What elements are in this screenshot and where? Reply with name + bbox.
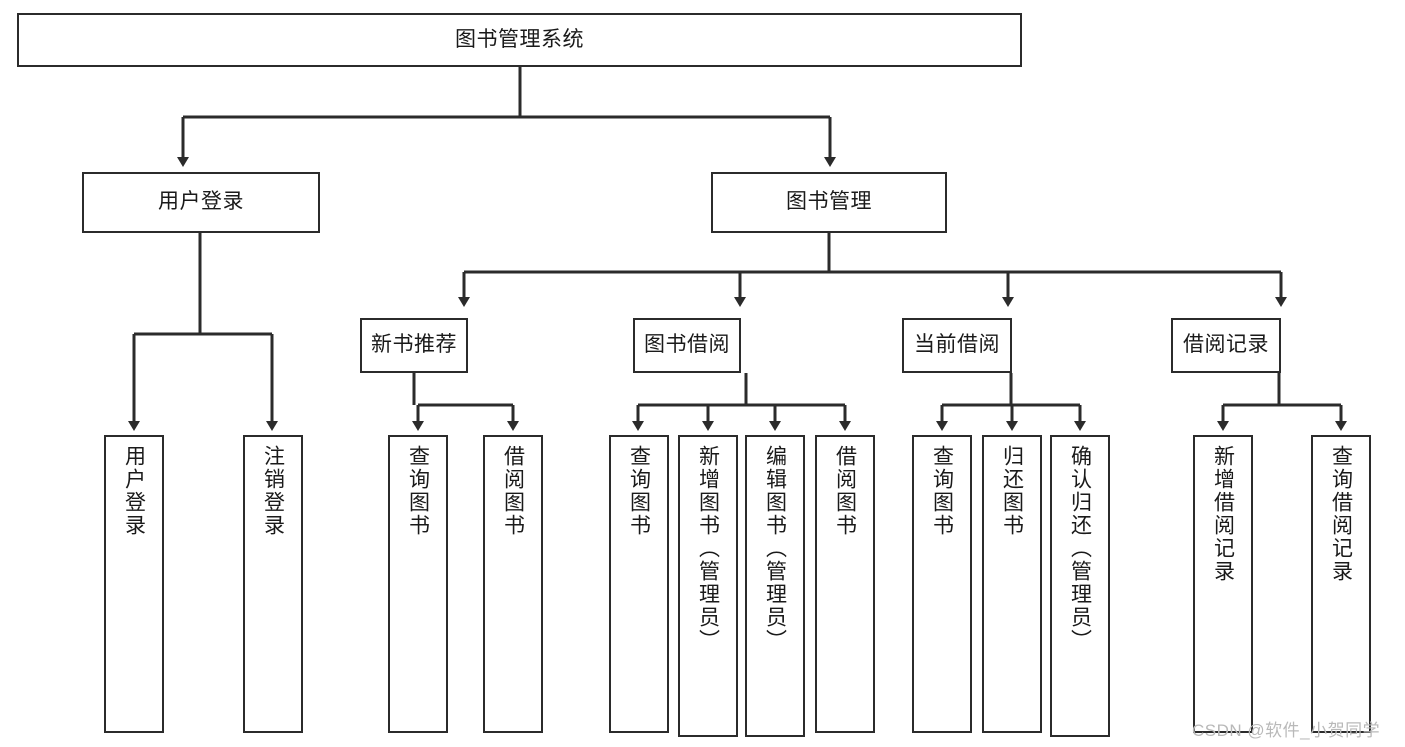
- node-leaf-add-book-label: 新增图书（管理员）: [696, 445, 720, 652]
- node-leaf-borrow-book-2-label: 借阅图书: [833, 445, 857, 537]
- node-borrow-record[interactable]: 借阅记录: [1171, 318, 1281, 373]
- node-leaf-borrow-book-2[interactable]: 借阅图书: [815, 435, 875, 733]
- node-new-book-rec[interactable]: 新书推荐: [360, 318, 468, 373]
- node-leaf-query-book-2[interactable]: 查询图书: [609, 435, 669, 733]
- node-leaf-query-record-label: 查询借阅记录: [1329, 445, 1353, 583]
- node-leaf-query-book-3-label: 查询图书: [930, 445, 954, 537]
- node-book-manage[interactable]: 图书管理: [711, 172, 947, 233]
- node-book-borrow[interactable]: 图书借阅: [633, 318, 741, 373]
- node-current-borrow-label: 当前借阅: [914, 333, 1000, 357]
- node-leaf-query-book-2-label: 查询图书: [627, 445, 651, 537]
- node-leaf-user-login[interactable]: 用户登录: [104, 435, 164, 733]
- node-book-manage-label: 图书管理: [786, 190, 872, 214]
- node-root-label: 图书管理系统: [455, 27, 584, 51]
- node-leaf-borrow-book-1[interactable]: 借阅图书: [483, 435, 543, 733]
- node-new-book-rec-label: 新书推荐: [371, 333, 457, 357]
- node-leaf-user-login-label: 用户登录: [122, 445, 146, 537]
- node-leaf-edit-book-label: 编辑图书（管理员）: [763, 445, 787, 652]
- node-leaf-return-book-label: 归还图书: [1000, 445, 1024, 537]
- node-leaf-confirm-return[interactable]: 确认归还（管理员）: [1050, 435, 1110, 737]
- node-user-login-label: 用户登录: [158, 190, 244, 214]
- node-leaf-add-book[interactable]: 新增图书（管理员）: [678, 435, 738, 737]
- node-leaf-logout[interactable]: 注销登录: [243, 435, 303, 733]
- node-leaf-logout-label: 注销登录: [261, 445, 285, 537]
- node-leaf-query-book-1[interactable]: 查询图书: [388, 435, 448, 733]
- node-book-borrow-label: 图书借阅: [644, 333, 730, 357]
- node-leaf-add-record-label: 新增借阅记录: [1211, 445, 1235, 583]
- node-current-borrow[interactable]: 当前借阅: [902, 318, 1012, 373]
- node-borrow-record-label: 借阅记录: [1183, 333, 1269, 357]
- csdn-watermark: CSDN @软件_小贺同学: [1192, 721, 1381, 740]
- node-leaf-query-book-3[interactable]: 查询图书: [912, 435, 972, 733]
- node-user-login[interactable]: 用户登录: [82, 172, 320, 233]
- node-leaf-confirm-return-label: 确认归还（管理员）: [1068, 445, 1092, 652]
- node-leaf-return-book[interactable]: 归还图书: [982, 435, 1042, 733]
- node-leaf-query-book-1-label: 查询图书: [406, 445, 430, 537]
- node-leaf-query-record[interactable]: 查询借阅记录: [1311, 435, 1371, 733]
- node-leaf-edit-book[interactable]: 编辑图书（管理员）: [745, 435, 805, 737]
- node-leaf-add-record[interactable]: 新增借阅记录: [1193, 435, 1253, 733]
- node-leaf-borrow-book-1-label: 借阅图书: [501, 445, 525, 537]
- node-root[interactable]: 图书管理系统: [17, 13, 1022, 67]
